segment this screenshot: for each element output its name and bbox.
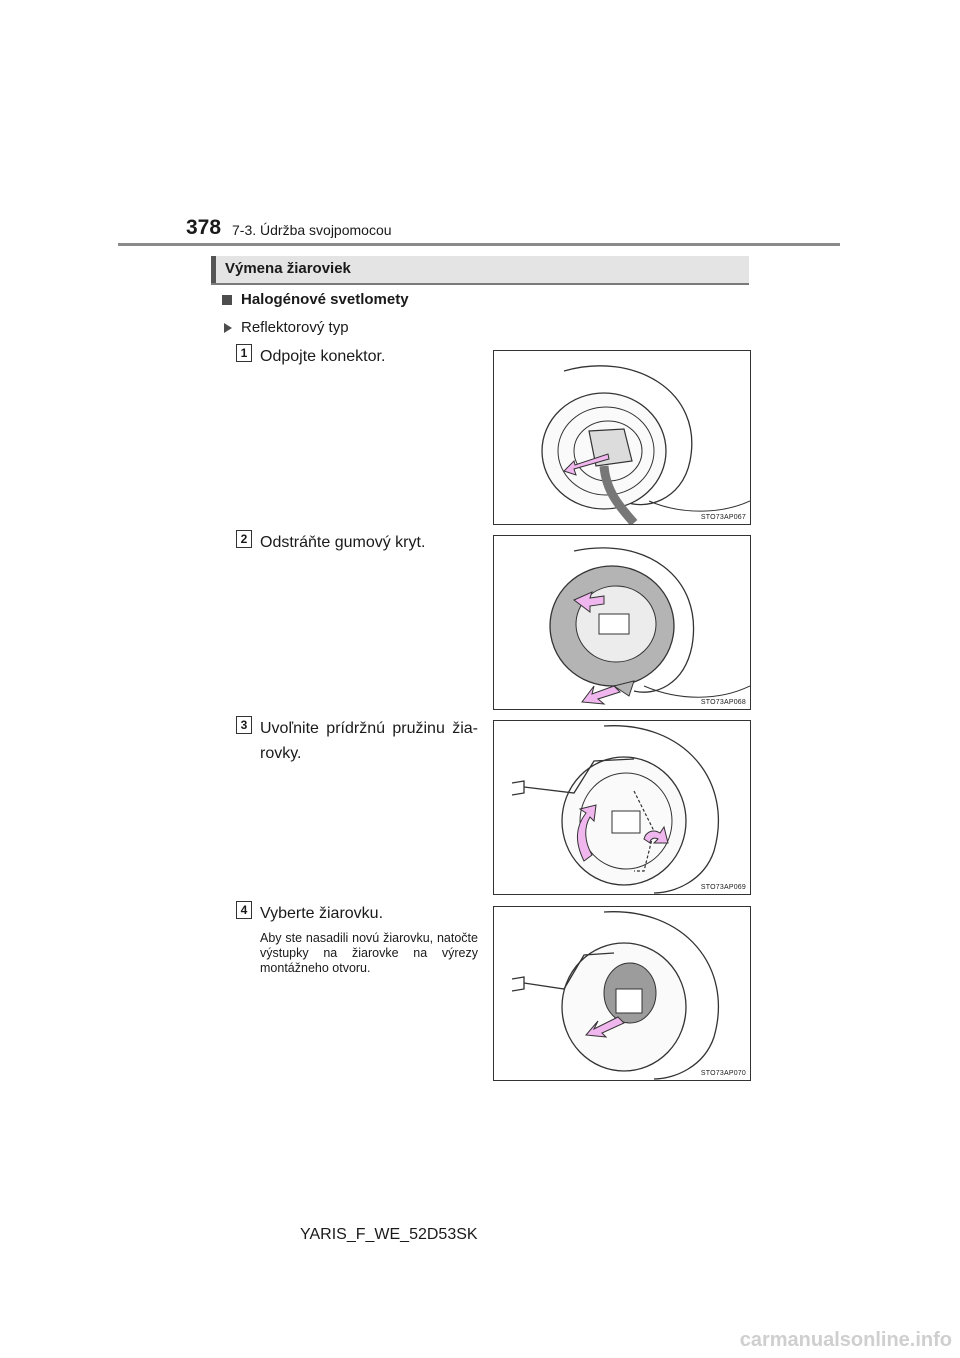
subsection-title: Halogénové svetlomety xyxy=(241,291,409,308)
section-title: Výmena žiaroviek xyxy=(225,260,351,277)
footer-model-code: YARIS_F_WE_52D53SK xyxy=(300,1226,478,1243)
figure-code-2: STO73AP068 xyxy=(700,699,746,706)
subheading: Reflektorový typ xyxy=(224,319,349,336)
figure-code-4: STO73AP070 xyxy=(700,1070,746,1077)
figure-step-3: STO73AP069 xyxy=(493,720,751,895)
step-text-3: Uvoľnite prídržnú pružinu žia-rovky. xyxy=(260,720,478,762)
step-note-4: Aby ste nasadili novú žiarovku, natočte … xyxy=(260,931,478,975)
headlamp-illustration-3 xyxy=(511,725,719,894)
step-badge-1: 1 xyxy=(236,344,252,362)
headlamp-illustration-2 xyxy=(549,547,750,705)
step-badge-3: 3 xyxy=(236,716,252,734)
headlamp-illustration-1 xyxy=(541,365,750,524)
subheading-text: Reflektorový typ xyxy=(241,319,349,336)
figure-code-1: STO73AP067 xyxy=(700,514,746,521)
figure-step-2: STO73AP068 xyxy=(493,535,751,710)
header-rule xyxy=(118,243,840,246)
step-text-2: Odstráňte gumový kryt. xyxy=(260,534,426,551)
section-title-bar: Výmena žiaroviek xyxy=(211,256,749,285)
step-badge-2: 2 xyxy=(236,530,252,548)
step-text-1: Odpojte konektor. xyxy=(260,348,386,365)
watermark: carmanualsonline.info xyxy=(739,1329,952,1351)
section-label: 7-3. Údržba svojpomocou xyxy=(232,222,392,238)
figure-code-3: STO73AP069 xyxy=(700,884,746,891)
section-bar-accent xyxy=(211,256,216,283)
square-bullet-icon xyxy=(222,294,232,305)
figure-step-1: STO73AP067 xyxy=(493,350,751,525)
step-text-4: Vyberte žiarovku. xyxy=(260,905,384,922)
page-number: 378 xyxy=(186,216,222,239)
figure-step-4: STO73AP070 xyxy=(493,906,751,1081)
subsection-heading: Halogénové svetlomety xyxy=(222,291,409,308)
step-badge-4: 4 xyxy=(236,901,252,919)
triangle-bullet-icon xyxy=(224,322,232,333)
headlamp-illustration-4 xyxy=(511,911,719,1080)
